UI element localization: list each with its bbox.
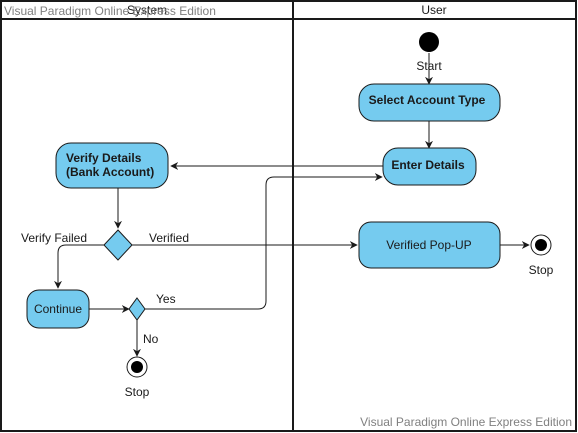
edge-verify-failed <box>54 244 104 289</box>
stop-label-user: Stop <box>529 263 554 277</box>
activity-select-account-type[interactable]: Select Account Type <box>358 83 501 122</box>
stop-node-user[interactable] <box>530 234 552 256</box>
decision-continue[interactable] <box>128 297 146 321</box>
watermark-bottom: Visual Paradigm Online Express Edition <box>360 415 572 429</box>
decision-verify[interactable] <box>103 229 133 261</box>
activity-continue[interactable]: Continue <box>26 289 90 329</box>
edge-label-no: No <box>143 332 159 346</box>
activity-continue-label: Continue <box>34 302 82 316</box>
activity-enter-details-label: Enter Details <box>391 158 465 172</box>
watermark-top: Visual Paradigm Online Express Edition <box>4 4 216 18</box>
activity-verified-popup[interactable]: Verified Pop-UP <box>358 221 501 269</box>
activity-verify-details[interactable]: Verify Details (Bank Account) <box>55 142 169 189</box>
activity-verify-details-line2: (Bank Account) <box>66 165 154 179</box>
activity-enter-details[interactable]: Enter Details <box>382 147 477 186</box>
lane-system-header: System <box>127 3 167 17</box>
activity-select-account-type-label: Select Account Type <box>369 93 486 107</box>
stop-label-system: Stop <box>125 385 150 399</box>
activity-verify-details-line1: Verify Details <box>66 151 142 165</box>
edge-label-verified: Verified <box>149 231 189 245</box>
edge-yes <box>145 173 383 310</box>
start-node[interactable] <box>419 32 439 52</box>
edge-label-verify-failed: Verify Failed <box>21 231 87 245</box>
lane-user-header: User <box>421 3 446 17</box>
edge-label-yes: Yes <box>156 292 176 306</box>
stop-node-system[interactable] <box>126 356 148 378</box>
start-label: Start <box>416 59 442 73</box>
activity-verified-popup-label: Verified Pop-UP <box>386 238 471 252</box>
